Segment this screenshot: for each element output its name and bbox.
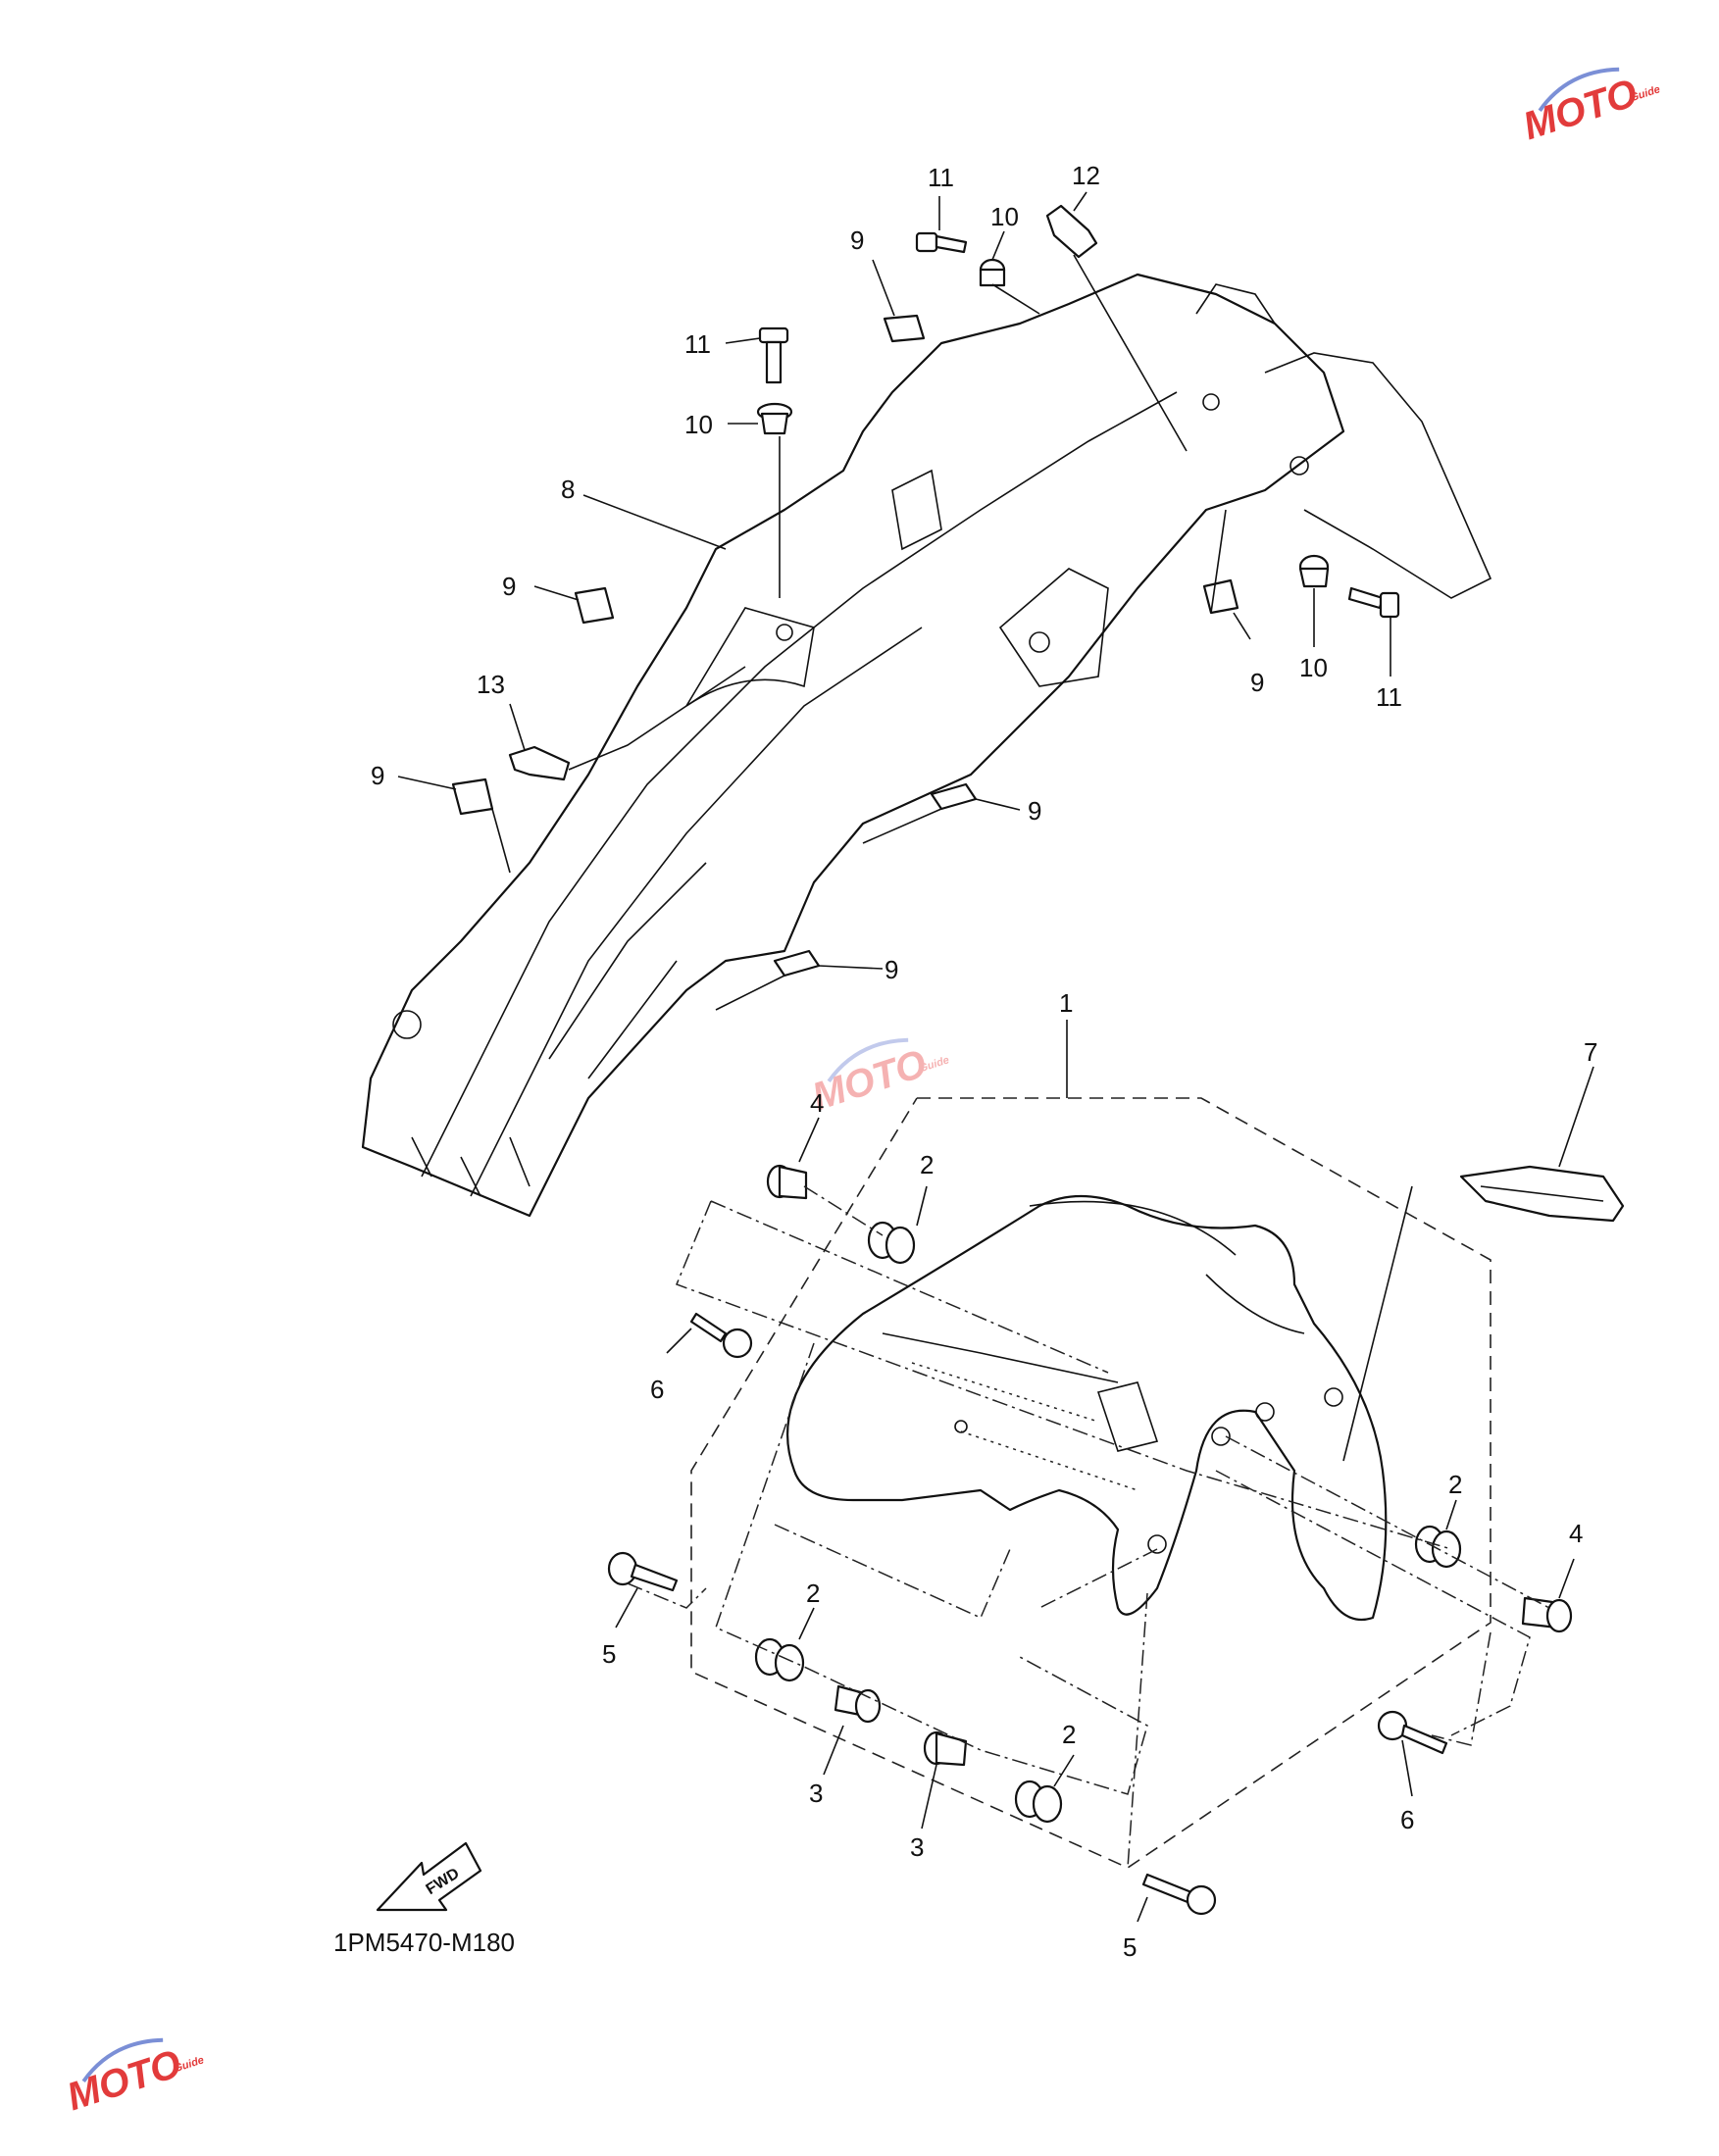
callout-11-mid: 11 xyxy=(684,329,711,359)
rear-leaders xyxy=(397,191,1391,1011)
callout-6-left: 6 xyxy=(650,1375,664,1404)
callout-2-a: 2 xyxy=(920,1150,934,1179)
callout-9-right-c: 9 xyxy=(1250,668,1264,697)
callout-3-a: 3 xyxy=(809,1779,823,1808)
bolt-6-right xyxy=(1377,1710,1448,1755)
nut-9-left-a xyxy=(574,586,615,625)
front-leaders xyxy=(615,1020,1594,1923)
collar-3-b xyxy=(923,1730,968,1767)
callout-10-top: 10 xyxy=(990,202,1019,231)
grommet-2-a xyxy=(867,1221,916,1265)
watermark-logo-top: MOTO Guide xyxy=(1518,67,1661,149)
bolt-11-top xyxy=(915,231,968,254)
collar-10-top xyxy=(979,258,1006,287)
nut-9-top xyxy=(883,314,926,343)
trim-7 xyxy=(1459,1165,1625,1223)
watermark-logo-bottom: MOTO Guide xyxy=(62,2037,205,2120)
callout-6-right: 6 xyxy=(1400,1805,1414,1834)
callout-5-left: 5 xyxy=(602,1639,616,1669)
callout-7: 7 xyxy=(1584,1037,1597,1067)
collar-4-left xyxy=(766,1164,808,1200)
watermark-text: MOTO xyxy=(1518,72,1643,149)
collar-10-mid xyxy=(756,402,793,435)
callout-11-top: 11 xyxy=(928,163,954,192)
bolt-11-right xyxy=(1347,586,1400,619)
callout-3-b: 3 xyxy=(910,1832,924,1862)
nut-9-left-b xyxy=(451,777,494,816)
callout-9-right-a: 9 xyxy=(1028,796,1041,826)
grommet-2-c xyxy=(754,1637,805,1682)
fwd-arrow-icon: FWD xyxy=(376,1841,482,1912)
nut-9-right-b xyxy=(773,949,821,978)
callout-9-left-b: 9 xyxy=(371,761,384,790)
callout-2-b: 2 xyxy=(1448,1470,1462,1499)
bolt-11-mid xyxy=(758,326,789,384)
callout-8: 8 xyxy=(561,475,575,504)
watermark-text: MOTO xyxy=(807,1042,932,1120)
diagram-code: 1PM5470-M180 xyxy=(333,1928,515,1957)
grommet-2-b xyxy=(1414,1525,1462,1569)
callout-4-right: 4 xyxy=(1569,1519,1583,1548)
callout-1: 1 xyxy=(1059,988,1073,1018)
grommet-2-d xyxy=(1014,1780,1063,1824)
nut-9-right-c xyxy=(1202,578,1239,615)
callout-11-right: 11 xyxy=(1376,682,1402,712)
clip-13 xyxy=(508,745,571,781)
callout-2-c: 2 xyxy=(806,1579,820,1608)
watermark-logo-mid: MOTO Guide xyxy=(807,1037,950,1120)
callout-2-d: 2 xyxy=(1062,1720,1076,1749)
collar-4-right xyxy=(1521,1596,1573,1633)
callout-13: 13 xyxy=(477,670,505,699)
callout-5-bottom: 5 xyxy=(1123,1932,1137,1962)
callout-labels: 11 12 10 9 11 10 8 9 13 9 9 9 9 10 11 1 … xyxy=(371,161,1597,1962)
screw-5-bottom xyxy=(1141,1873,1217,1916)
assembly-frame xyxy=(627,1097,1550,1869)
watermark-text: MOTO xyxy=(62,2042,186,2120)
collar-10-right xyxy=(1298,554,1330,588)
rear-fender xyxy=(361,273,1492,1218)
callout-9-left-a: 9 xyxy=(502,572,516,601)
callout-4-left: 4 xyxy=(810,1088,824,1118)
front-fender xyxy=(786,1194,1388,1622)
callout-9-right-b: 9 xyxy=(885,955,898,984)
callout-10-right: 10 xyxy=(1299,653,1328,682)
bolt-6-left xyxy=(689,1312,753,1359)
callout-9-top: 9 xyxy=(850,226,864,255)
clip-12 xyxy=(1045,204,1098,259)
callout-12: 12 xyxy=(1072,161,1100,190)
callout-10-mid: 10 xyxy=(684,410,713,439)
screw-5-left xyxy=(607,1551,679,1592)
